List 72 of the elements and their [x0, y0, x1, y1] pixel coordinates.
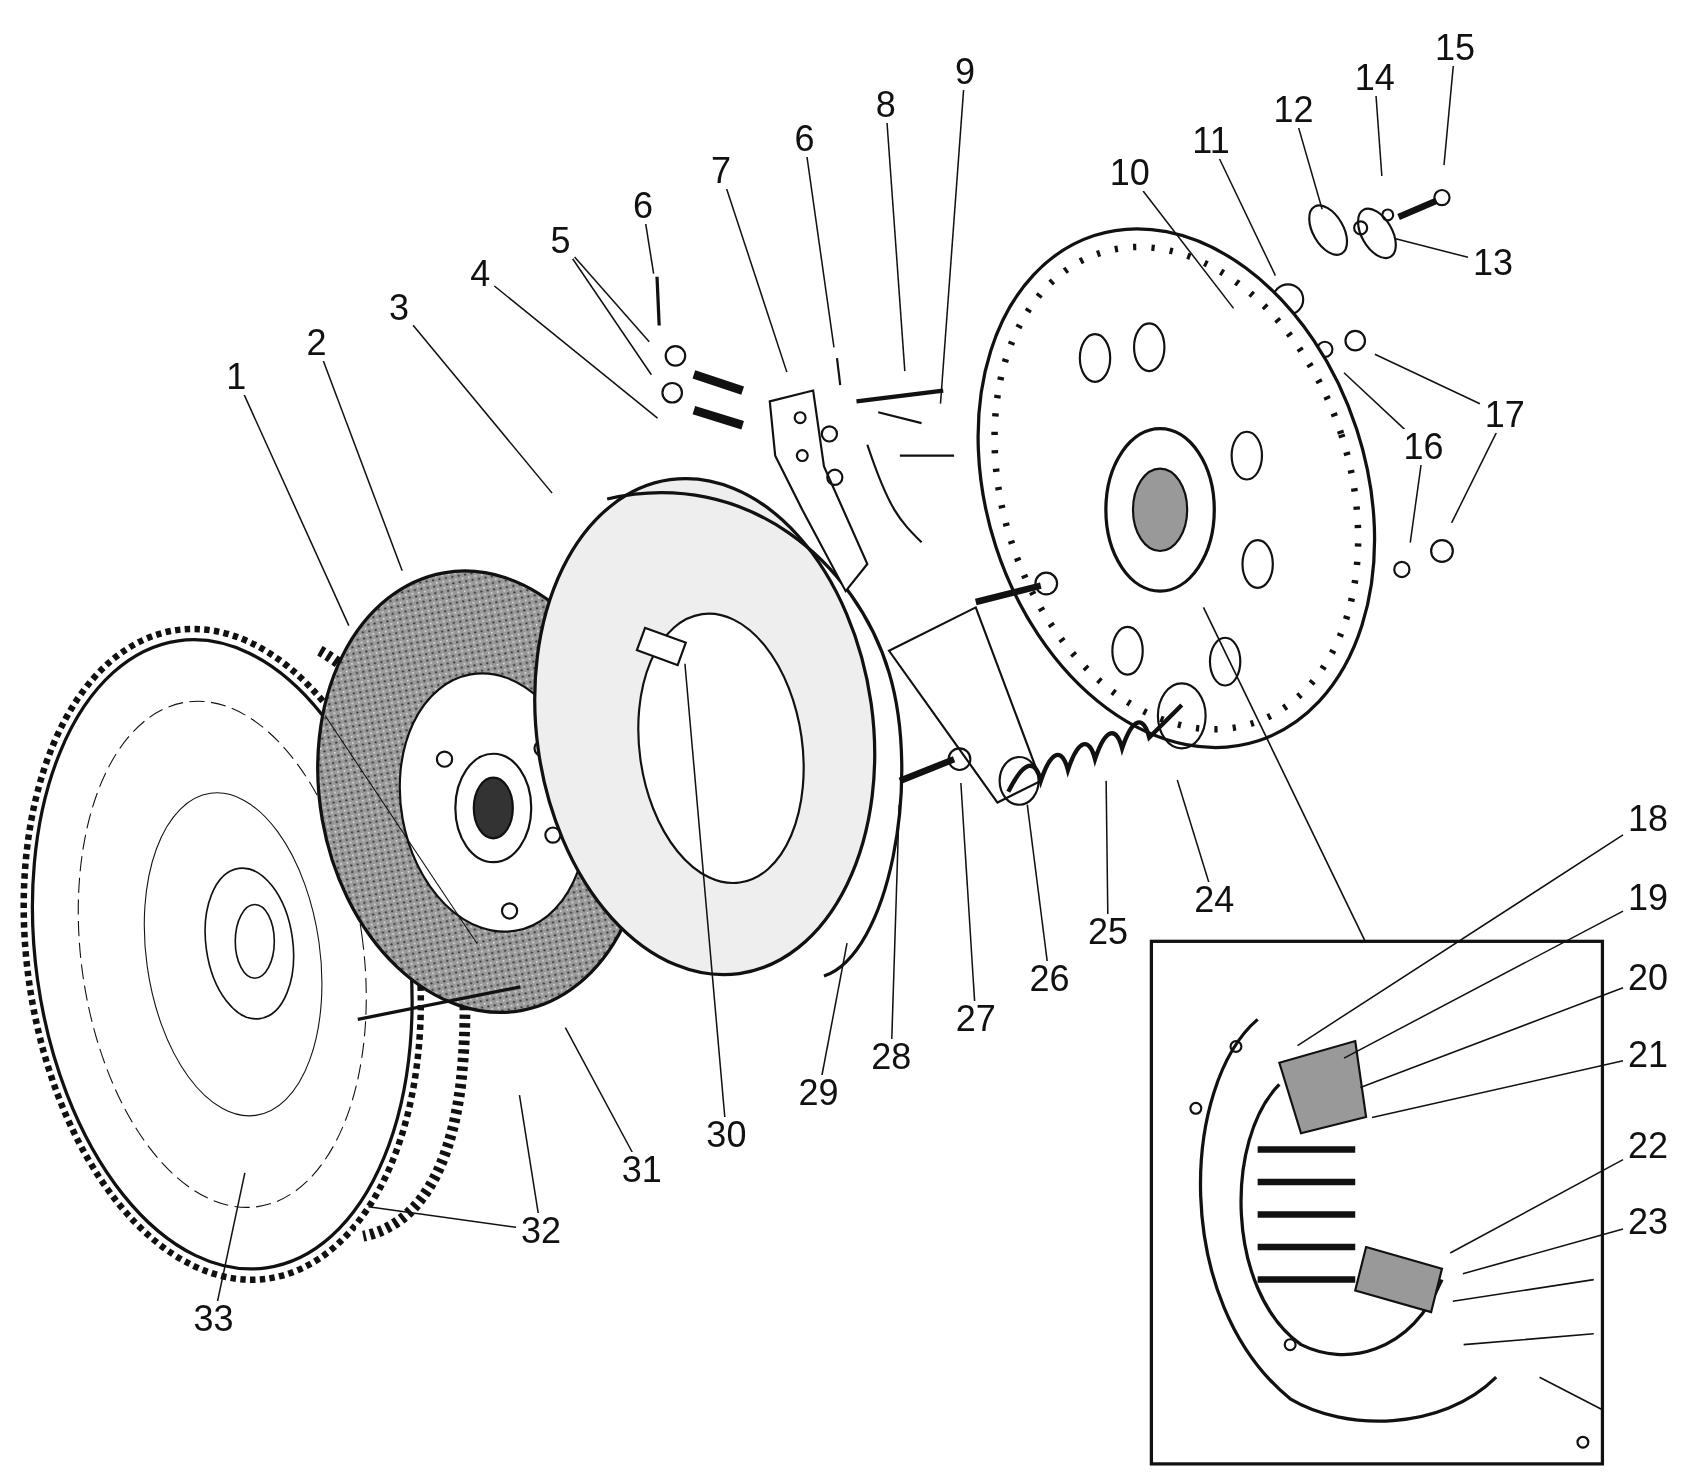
leader-line	[216, 1172, 246, 1304]
leader-line	[367, 1205, 517, 1229]
leader-line	[571, 257, 653, 376]
leader-line	[1374, 353, 1481, 405]
leader-line	[960, 782, 976, 1003]
leader-line	[644, 222, 655, 275]
callout-number: 33	[193, 1301, 234, 1338]
callout-number: 20	[1627, 959, 1668, 996]
callout-number: 2	[306, 324, 327, 361]
callout-number: 10	[1109, 155, 1150, 192]
leader-line	[1142, 190, 1235, 310]
leader-line	[1395, 238, 1469, 259]
leader-line	[939, 88, 965, 405]
callout-number: 24	[1194, 881, 1235, 918]
callout-number: 17	[1484, 397, 1525, 434]
leader-line	[1443, 64, 1455, 166]
leader-line	[1296, 834, 1624, 1047]
leader-line	[725, 188, 788, 373]
callout-number: 7	[710, 153, 731, 190]
leader-line	[518, 1094, 539, 1215]
callout-number: 28	[871, 1039, 912, 1076]
callout-number: 11	[1192, 122, 1230, 159]
callout-number: 30	[706, 1117, 747, 1154]
leader-line	[1343, 910, 1624, 1059]
leader-line	[1359, 986, 1624, 1089]
leader-line	[1409, 463, 1422, 544]
callout-number: 8	[875, 87, 896, 124]
leader-line	[821, 942, 848, 1077]
callout-number: 27	[955, 1001, 996, 1038]
callout-number: 5	[550, 222, 571, 259]
callout-number: 32	[521, 1212, 561, 1249]
callout-number: 31	[621, 1151, 662, 1188]
callout-number: 22	[1627, 1127, 1668, 1164]
leader-line	[493, 285, 659, 419]
leader-line	[806, 155, 835, 349]
leader-line	[1375, 94, 1383, 177]
callout-number: 16	[1403, 428, 1444, 465]
leader-line	[1371, 1060, 1624, 1119]
callout-number: 19	[1627, 879, 1668, 916]
callout-number: 6	[794, 120, 815, 157]
callout-number: 18	[1627, 800, 1668, 837]
leader-line	[1026, 803, 1049, 963]
callout-number: 29	[798, 1074, 839, 1111]
leader-line	[322, 359, 403, 572]
callout-number: 9	[954, 53, 975, 90]
leader-line	[412, 324, 553, 494]
leader-line	[1176, 779, 1210, 884]
leader-line	[1449, 1158, 1624, 1254]
leader-line	[1462, 1228, 1624, 1275]
leader-line	[564, 1026, 634, 1154]
callout-number: 21	[1627, 1036, 1668, 1073]
leader-line	[1297, 126, 1323, 211]
callout-number: 13	[1472, 245, 1513, 282]
leader-line	[1105, 780, 1109, 917]
callout-number: 12	[1273, 91, 1314, 128]
callout-number: 4	[470, 256, 491, 293]
leader-line	[1450, 432, 1497, 524]
callout-number: 3	[388, 289, 409, 326]
leader-line	[1343, 372, 1406, 431]
leader-line	[573, 256, 650, 343]
leader-line	[1218, 157, 1277, 277]
leader-line	[243, 394, 350, 627]
callout-number: 14	[1354, 60, 1395, 97]
callout-number: 1	[226, 359, 247, 396]
leader-line	[684, 662, 726, 1119]
callout-number: 25	[1088, 914, 1129, 951]
callout-number: 6	[632, 188, 653, 224]
callout-number: 15	[1434, 29, 1475, 66]
leader-line	[886, 122, 906, 372]
callout-number: 26	[1029, 961, 1070, 997]
leader-line	[891, 803, 900, 1041]
callout-number: 23	[1627, 1203, 1668, 1240]
